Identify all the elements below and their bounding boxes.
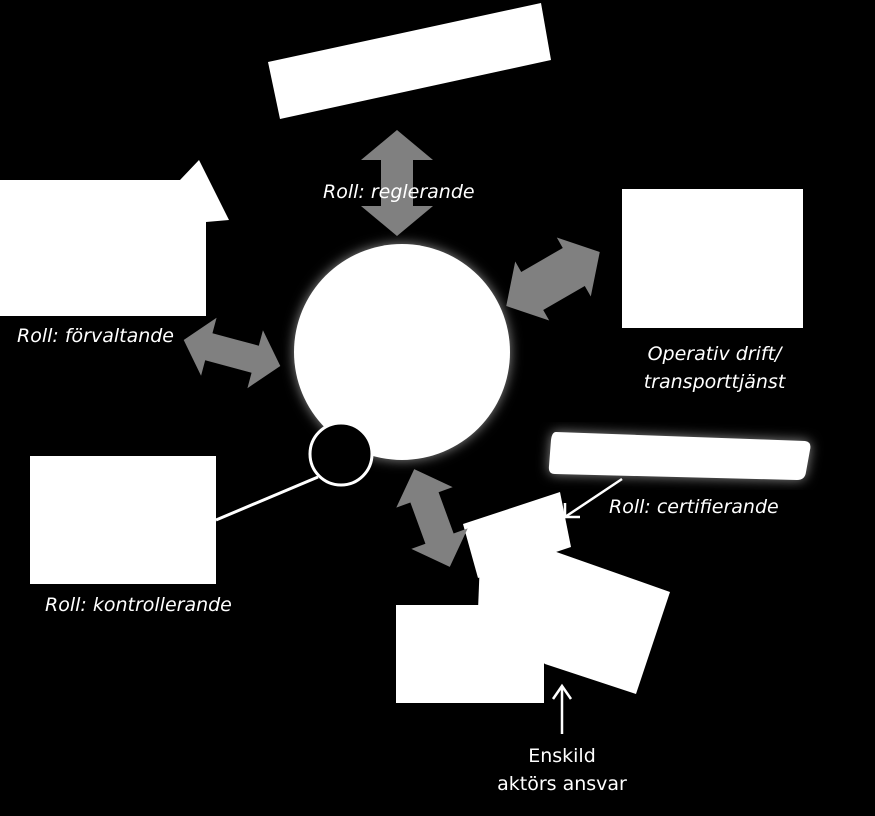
arrow-top-double <box>361 130 433 236</box>
label-enskild: Enskild aktörs ansvar <box>482 742 642 798</box>
arrow-to-certifier <box>563 477 623 519</box>
actor-piece-3 <box>396 605 544 703</box>
label-enskild-line1: Enskild <box>528 745 596 767</box>
house-shape <box>0 160 229 316</box>
actor-piece-2 <box>478 548 670 694</box>
arrow-left-double <box>183 317 281 389</box>
center-circle <box>294 244 510 460</box>
operator-box <box>622 189 803 328</box>
small-connector-circle <box>308 421 374 487</box>
connector-line-kontrollerande <box>215 475 319 522</box>
label-kontrollerande: Roll: kontrollerande <box>45 594 232 616</box>
actor-piece-1 <box>463 492 571 578</box>
arrow-right-double <box>506 237 600 321</box>
label-operativ-line2: transporttjänst <box>643 371 786 393</box>
label-operativ: Operativ drift/ transporttjänst <box>622 340 807 396</box>
label-certifierande: Roll: certifierande <box>609 496 779 518</box>
controller-box <box>30 456 216 584</box>
label-forvaltande: Roll: förvaltande <box>17 325 175 347</box>
arrow-up-enskild <box>551 683 573 734</box>
arrow-bottom-double <box>396 469 468 567</box>
regulator-box <box>268 3 551 119</box>
label-operativ-line1: Operativ drift/ <box>647 343 782 365</box>
label-reglerande: Roll: reglerande <box>323 181 475 203</box>
certifier-bar <box>548 432 811 480</box>
label-enskild-line2: aktörs ansvar <box>497 773 627 795</box>
